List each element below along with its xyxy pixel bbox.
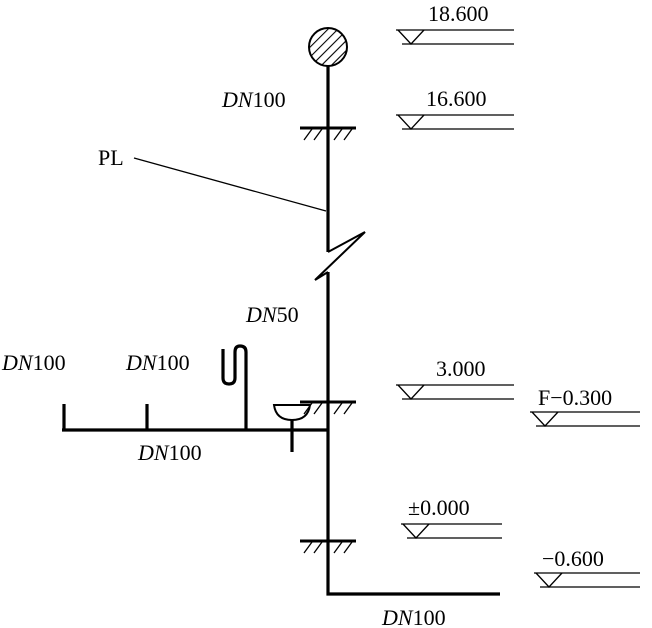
outlet-size-label: DN100 <box>381 605 446 628</box>
elevation-outdoor: −0.600 <box>534 546 640 588</box>
elevation-roof-top: 18.600 <box>396 1 514 45</box>
floor-slab-roof <box>300 126 356 141</box>
svg-text:18.600: 18.600 <box>428 1 489 26</box>
elevation-floor-1: 3.000 <box>396 356 514 400</box>
floor-slab-first <box>300 400 356 415</box>
svg-text:F−0.300: F−0.300 <box>538 385 612 410</box>
svg-text:16.600: 16.600 <box>426 86 487 111</box>
floor-slab-ground <box>300 539 356 554</box>
svg-text:±0.000: ±0.000 <box>408 495 470 520</box>
svg-text:−0.600: −0.600 <box>542 546 604 571</box>
s-trap-icon <box>221 344 248 430</box>
pl-leader-line <box>133 157 327 212</box>
riser-pipe-lower <box>326 272 500 596</box>
branch-left-size-label: DN100 <box>1 350 66 375</box>
riser-break-mark <box>314 231 366 281</box>
elevation-ground: ±0.000 <box>401 495 502 539</box>
branch-vent-size-label: DN100 <box>125 350 190 375</box>
riser-middle-size-label: DN50 <box>245 302 299 327</box>
vent-cap-icon <box>308 27 348 67</box>
pipe-id-label: PL <box>98 145 124 170</box>
svg-text:3.000: 3.000 <box>436 356 486 381</box>
branch-bottom-size-label: DN100 <box>137 440 202 465</box>
riser-upper-size-label: DN100 <box>221 87 286 112</box>
elevation-roof: 16.600 <box>396 86 514 130</box>
elevation-floor-1-finish: F−0.300 <box>530 385 640 427</box>
